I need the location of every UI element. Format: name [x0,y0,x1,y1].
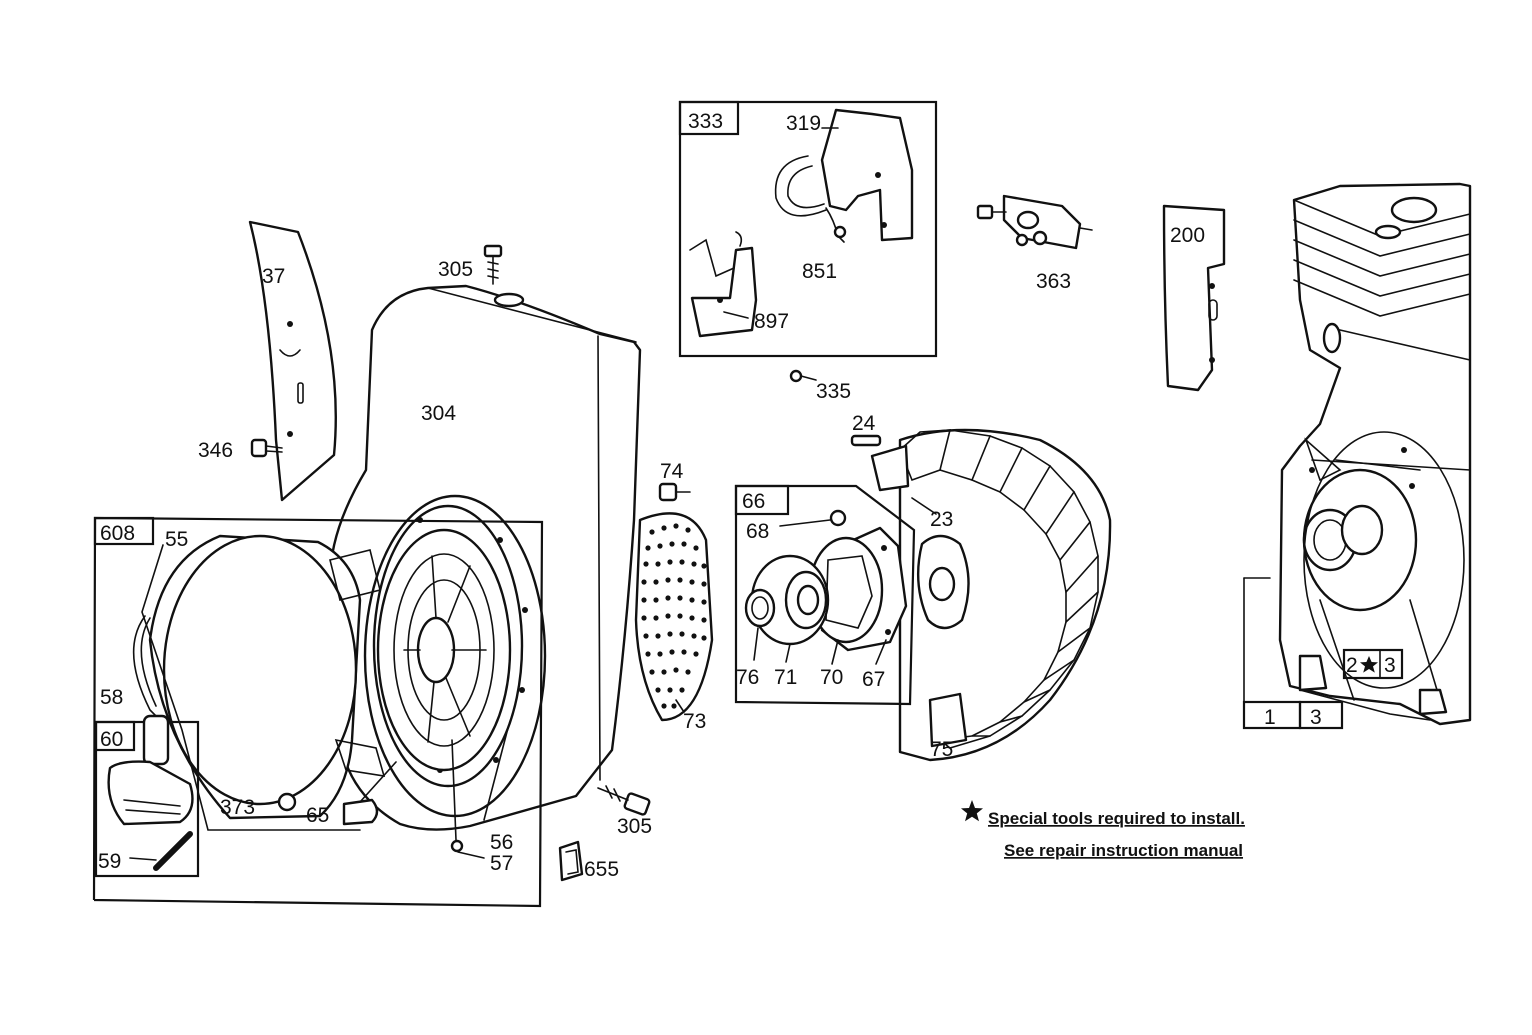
part-74-screw [658,482,691,502]
label-335: 335 [816,380,851,403]
part-363-bracket [976,194,1093,250]
label-67: 67 [862,668,885,691]
box-333 [678,100,938,358]
label-56: 56 [490,831,513,854]
part-65-ratchet [342,798,379,826]
footnote-line-1: Special tools required to install. [988,809,1245,828]
box-2-star-3 [1342,648,1404,680]
footnote-line-2: See repair instruction manual [1004,841,1243,860]
part-655-clip [558,840,584,882]
label-3: 3 [1310,706,1322,729]
label-305-bottom: 305 [617,815,652,838]
footnote: Special tools required to install. See r… [961,800,1245,860]
part-373-nut [277,792,297,812]
label-75: 75 [930,738,953,761]
part-57-rope [451,739,457,841]
star-icon [961,800,983,822]
part-305-screw-top [483,244,503,285]
part-319-armature [774,108,914,242]
label-304: 304 [421,402,456,425]
label-23: 23 [930,508,953,531]
label-346: 346 [198,439,233,462]
label-37: 37 [262,265,285,288]
part-200-plate [1162,204,1226,392]
label-373: 373 [220,796,255,819]
part-73-screen [634,512,714,722]
label-655: 655 [584,858,619,881]
star-icon-box [1360,656,1378,673]
label-76: 76 [736,666,759,689]
pulley-spokes [403,555,487,743]
label-333: 333 [688,110,723,133]
label-68: 68 [746,520,769,543]
part-37-air-guide [248,220,337,502]
part-59-pin [129,831,193,871]
callout-labels: 37 305 304 346 608 55 58 60 59 373 65 56… [98,110,1396,881]
label-66: 66 [742,490,765,513]
part-71-cup [750,554,830,646]
crankcase [1278,182,1472,726]
label-1: 1 [1264,706,1276,729]
box-608 [92,516,544,908]
box-66 [734,484,916,706]
label-319: 319 [786,112,821,135]
part-75-flywheel [870,428,1112,762]
part-68-ball [829,509,847,527]
part-335-screw [789,369,817,383]
part-24-key [850,434,882,447]
label-3b: 3 [1384,654,1396,677]
label-2: 2 [1346,654,1358,677]
label-58: 58 [100,686,123,709]
label-851: 851 [802,260,837,283]
label-305-top: 305 [438,258,473,281]
label-71: 71 [774,666,797,689]
label-74: 74 [660,460,684,483]
label-70: 70 [820,666,843,689]
label-363: 363 [1036,270,1071,293]
part-58-rope [132,615,161,721]
label-897: 897 [754,310,789,333]
label-24: 24 [852,412,876,435]
part-897-stop-switch [689,231,758,338]
label-200: 200 [1170,224,1205,247]
box-3 [1298,700,1344,730]
label-73: 73 [683,710,706,733]
part-346-screw [250,438,283,458]
label-608: 608 [100,522,135,545]
part-60-handle [107,714,194,826]
label-65: 65 [306,804,329,827]
label-55: 55 [165,528,188,551]
label-60: 60 [100,728,123,751]
part-305-screw-bottom [597,785,651,816]
label-57: 57 [490,852,513,875]
part-76-seal [744,588,776,628]
part-851-ground-wire [825,207,847,243]
label-59: 59 [98,850,121,873]
